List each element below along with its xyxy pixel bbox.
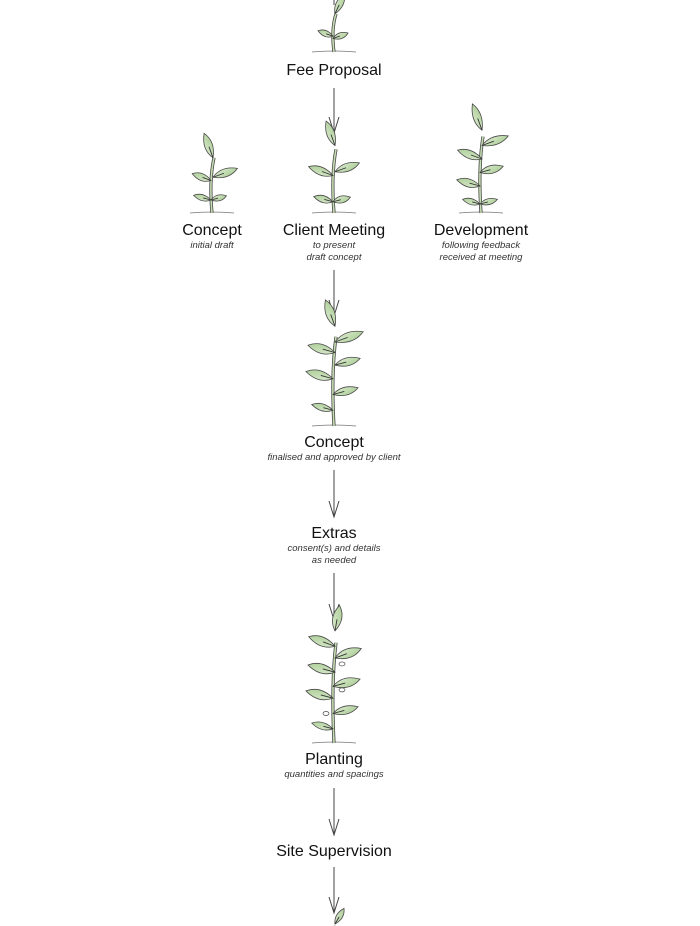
leaf [332, 31, 349, 40]
leaf [307, 343, 336, 355]
leaf [456, 177, 481, 188]
step-planting-subtitle: quantities and spacings [284, 769, 383, 781]
subtitle-line: as needed [311, 554, 357, 566]
subtitle-line: following feedback [441, 240, 521, 251]
plant-concept-final [305, 299, 364, 427]
leaf [456, 148, 483, 161]
plant-fee-proposal [311, 0, 357, 53]
leaf [324, 299, 336, 327]
leaf [332, 386, 359, 396]
leaf [305, 688, 334, 701]
leaf [334, 356, 361, 367]
step-concept-initial-subtitle: initial draft [190, 240, 233, 252]
plant-planting [305, 604, 362, 744]
plant-development [456, 103, 510, 214]
subtitle-line: received at meeting [439, 251, 523, 263]
leaf [191, 172, 212, 182]
leaf [311, 402, 334, 412]
step-client-meeting-title: Client Meeting [282, 222, 386, 239]
step-development-title: Development [433, 222, 529, 239]
leaf [212, 167, 239, 179]
step-concept-final-title: Concept [304, 434, 364, 451]
plant-client-meeting [307, 120, 361, 214]
step-planting-title: Planting [305, 751, 363, 768]
leaf [203, 132, 214, 159]
subtitle-line: to present [312, 240, 356, 251]
leaf [481, 135, 510, 147]
leaf [307, 662, 336, 675]
leaf [317, 29, 334, 38]
leaf [479, 198, 499, 206]
leaf [479, 164, 504, 175]
subtitle-line: finalised and approved by client [267, 452, 401, 463]
leaf [311, 721, 334, 731]
leaf [334, 162, 361, 173]
leaf [461, 197, 481, 206]
leaf [334, 0, 346, 15]
step-site-supervision-title: Site Supervision [276, 843, 392, 860]
leaf [210, 194, 228, 202]
flower-bud [322, 711, 330, 716]
step-concept-initial-title: Concept [182, 222, 242, 239]
leaf [305, 369, 334, 381]
leaf [471, 103, 483, 131]
arrow-connector [328, 867, 340, 915]
plant-concept-initial [189, 132, 239, 214]
arrow-connector [328, 470, 340, 519]
subtitle-line: quantities and spacings [284, 769, 384, 780]
step-extras-title: Extras [311, 525, 357, 542]
subtitle-line: initial draft [190, 240, 234, 251]
leaf [307, 165, 334, 177]
plant-next-step [334, 907, 345, 926]
leaf [307, 635, 336, 648]
leaf [334, 907, 345, 925]
arrow-connector [328, 788, 340, 837]
leaf [325, 120, 336, 147]
flower-bud [338, 661, 346, 667]
leaf [334, 647, 362, 660]
leaf [334, 330, 364, 343]
subtitle-line: consent(s) and details [287, 543, 381, 554]
leaf [332, 195, 352, 204]
step-concept-final-subtitle: finalised and approved by client [267, 452, 400, 464]
subtitle-line: draft concept [306, 251, 362, 263]
leaf [313, 194, 334, 204]
step-fee-proposal-title: Fee Proposal [286, 62, 382, 79]
leaf [332, 705, 359, 715]
leaf [332, 604, 343, 632]
flower-bud [338, 687, 346, 693]
leaf [192, 193, 212, 202]
leaf [332, 677, 361, 689]
